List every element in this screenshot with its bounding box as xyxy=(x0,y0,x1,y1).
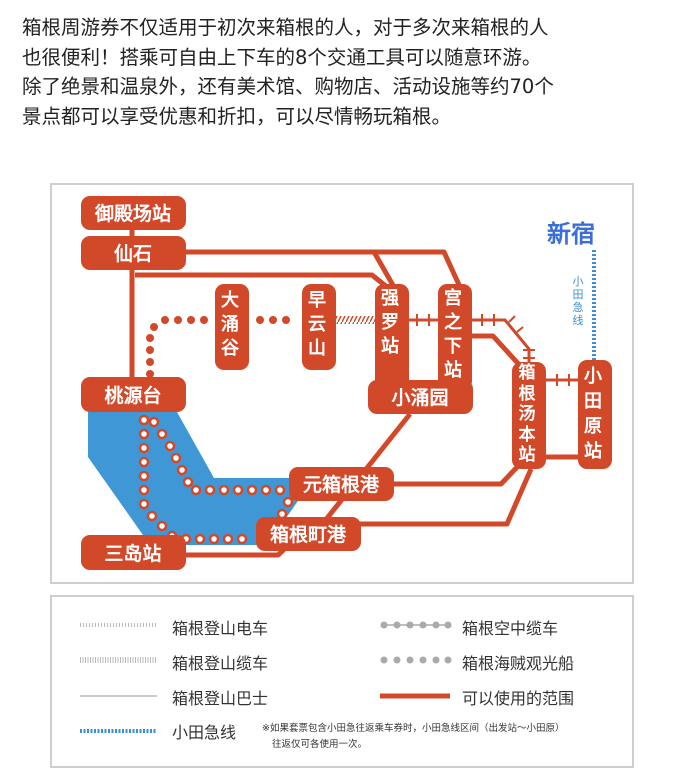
station-mishima[interactable]: 三岛站 xyxy=(104,542,161,565)
route-map-graphic: 新宿 小田急线 御殿场站 仙石 桃源台 三岛站 小涌园 元箱根港 箱根町港 xyxy=(81,196,612,570)
intro-line: 也很便利！搭乘可自由上下车的8个交通工具可以随意环游。 xyxy=(22,45,542,69)
ropeway-swatch xyxy=(380,621,452,629)
svg-text:田: 田 xyxy=(573,288,584,301)
intro-line: 除了绝景和温泉外，还有美术馆、购物店、活动设施等约70个 xyxy=(22,75,554,98)
station-owakudani[interactable]: 大涌谷 xyxy=(221,290,239,359)
legend-odakyu: 小田急线 xyxy=(172,723,237,742)
station-yumoto[interactable]: 箱根汤本站 xyxy=(518,363,536,465)
legend-cable-car: 箱根登山缆车 xyxy=(172,654,269,673)
ropeway-line xyxy=(146,316,290,378)
legend-mountain-railway: 箱根登山电车 xyxy=(172,619,269,638)
shinjuku-label: 新宿 xyxy=(547,220,595,248)
station-miyanoshita[interactable]: 宫之下站 xyxy=(444,288,462,381)
station-gotemba[interactable]: 御殿场站 xyxy=(94,202,171,225)
station-motohakone[interactable]: 元箱根港 xyxy=(303,473,380,496)
pirate-ship-swatch xyxy=(380,656,452,664)
route-map: 新宿 小田急线 御殿场站 仙石 桃源台 三岛站 小涌园 元箱根港 箱根町港 xyxy=(50,183,634,584)
legend-pirate-ship: 箱根海贼观光船 xyxy=(462,654,575,673)
note-line: 往返仅可各使用一次。 xyxy=(272,739,368,750)
station-sounzan[interactable]: 早云山 xyxy=(308,290,326,359)
note-line: ※如果套票包含小田急往返乘车券时，小田急线区间（出发站～小田原） xyxy=(262,723,565,734)
intro-text: 箱根周游券不仅适用于初次来箱根的人，对于多次来箱根的人 也很便利！搭乘可自由上下… xyxy=(22,13,682,131)
svg-text:小: 小 xyxy=(573,275,584,288)
railway-lines xyxy=(407,314,580,386)
station-sengoku[interactable]: 仙石 xyxy=(114,242,152,265)
legend: 箱根登山电车 箱根空中缆车 箱根登山缆车 箱根海贼观光船 箱根登山巴士 可以使用… xyxy=(50,595,634,768)
legend-swatches xyxy=(80,621,452,733)
odakyu-note: ※如果套票包含小田急往返乘车券时，小田急线区间（出发站～小田原） 往返仅可各使用… xyxy=(262,721,564,753)
svg-text:线: 线 xyxy=(573,313,584,327)
legend-ropeway: 箱根空中缆车 xyxy=(462,619,559,638)
stations xyxy=(81,196,612,570)
legend-usable-range: 可以使用的范围 xyxy=(462,689,575,708)
station-hakonemachi[interactable]: 箱根町港 xyxy=(270,523,347,546)
odakyu-line-label: 小田急线 xyxy=(573,275,584,327)
intro-line: 箱根周游券不仅适用于初次来箱根的人，对于多次来箱根的人 xyxy=(22,16,549,39)
intro-line: 景点都可以享受优惠和折扣，可以尽情畅玩箱根。 xyxy=(22,104,452,128)
cable-car-line xyxy=(336,316,376,324)
station-gora[interactable]: 强罗站 xyxy=(381,288,399,357)
svg-text:急: 急 xyxy=(573,300,584,314)
station-kowakien[interactable]: 小涌园 xyxy=(391,387,448,409)
station-togendai[interactable]: 桃源台 xyxy=(104,384,161,407)
station-odawara[interactable]: 小田原站 xyxy=(584,366,602,462)
legend-bus: 箱根登山巴士 xyxy=(172,689,269,708)
